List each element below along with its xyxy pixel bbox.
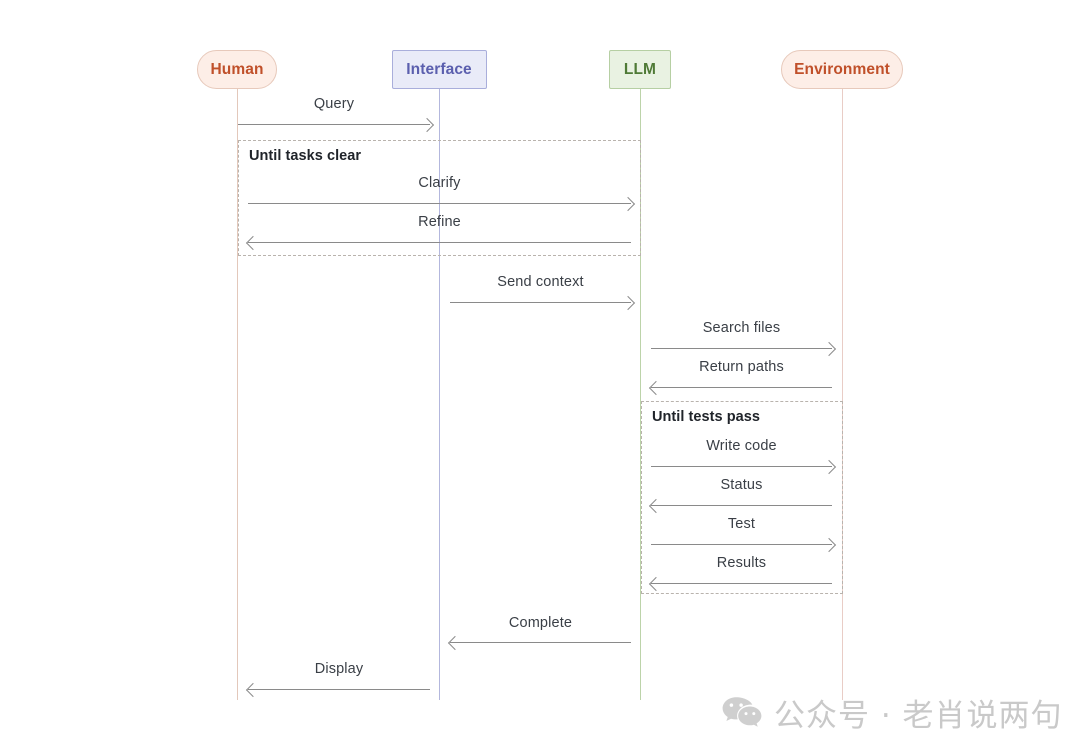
message-line-return-paths bbox=[651, 387, 832, 388]
fragment-label-until-tasks-clear: Until tasks clear bbox=[249, 148, 362, 164]
participant-llm[interactable]: LLM bbox=[609, 50, 671, 89]
message-label-send-context: Send context bbox=[497, 274, 584, 290]
lifeline-human bbox=[237, 89, 238, 700]
participant-human[interactable]: Human bbox=[197, 50, 277, 89]
lifeline-interface bbox=[439, 89, 440, 700]
message-label-refine: Refine bbox=[418, 214, 461, 230]
wechat-icon bbox=[722, 696, 762, 730]
message-line-refine bbox=[248, 242, 631, 243]
message-line-status bbox=[651, 505, 832, 506]
participant-interface[interactable]: Interface bbox=[391, 50, 487, 89]
message-line-search-files bbox=[651, 348, 832, 349]
message-line-complete bbox=[450, 642, 631, 643]
fragment-until-tasks-clear bbox=[238, 140, 641, 256]
lifeline-llm bbox=[640, 89, 641, 700]
message-line-query bbox=[238, 124, 430, 125]
message-line-write-code bbox=[651, 466, 832, 467]
message-arrowhead-display bbox=[245, 682, 261, 697]
watermark-text: 公众号 · 老肖说两句 bbox=[774, 698, 1063, 734]
message-arrowhead-search-files bbox=[821, 341, 837, 356]
message-label-clarify: Clarify bbox=[418, 175, 461, 191]
watermark: 公众号 · 老肖说两句 bbox=[722, 690, 1063, 735]
message-label-results: Results bbox=[716, 555, 767, 571]
message-line-results bbox=[651, 583, 832, 584]
message-label-return-paths: Return paths bbox=[699, 359, 784, 375]
message-label-search-files: Search files bbox=[702, 320, 781, 336]
lifeline-environment bbox=[842, 89, 843, 700]
message-arrowhead-query bbox=[419, 117, 435, 132]
message-label-complete: Complete bbox=[508, 615, 573, 631]
message-label-status: Status bbox=[720, 477, 763, 493]
message-line-clarify bbox=[248, 203, 631, 204]
fragment-until-tests-pass bbox=[641, 401, 843, 594]
message-arrowhead-send-context bbox=[620, 295, 636, 310]
message-arrowhead-complete bbox=[447, 635, 463, 650]
message-label-query: Query bbox=[313, 96, 355, 112]
message-label-display: Display bbox=[314, 661, 364, 677]
message-label-test: Test bbox=[727, 516, 756, 532]
message-line-send-context bbox=[450, 302, 631, 303]
fragment-label-until-tests-pass: Until tests pass bbox=[652, 409, 760, 425]
message-line-test bbox=[651, 544, 832, 545]
message-arrowhead-return-paths bbox=[648, 380, 664, 395]
message-label-write-code: Write code bbox=[706, 438, 777, 454]
participant-environment[interactable]: Environment bbox=[781, 50, 903, 89]
message-line-display bbox=[248, 689, 430, 690]
